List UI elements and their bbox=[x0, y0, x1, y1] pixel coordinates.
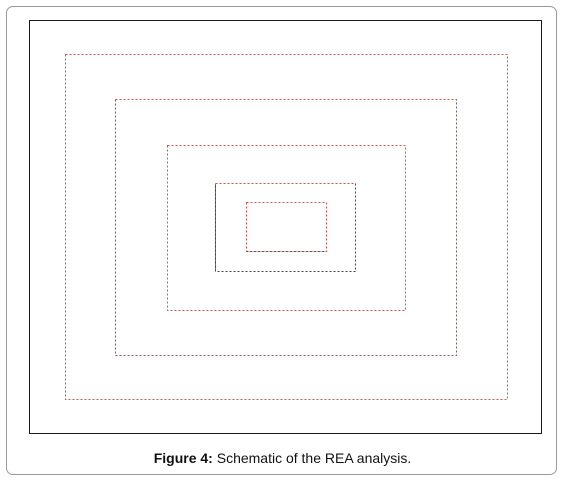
rea-window-3 bbox=[167, 145, 406, 311]
rea-window-5 bbox=[246, 202, 327, 252]
rea-window-4 bbox=[215, 183, 356, 272]
diagram-svg bbox=[29, 20, 542, 434]
rea-window-1 bbox=[65, 54, 508, 400]
outer-domain-border bbox=[29, 20, 542, 434]
figure-frame bbox=[6, 6, 557, 475]
rea-schematic-diagram bbox=[29, 20, 542, 434]
figure-caption: Figure 4: Schematic of the REA analysis. bbox=[0, 449, 565, 467]
caption-label: Figure 4: bbox=[153, 450, 213, 466]
rea-window-2 bbox=[115, 99, 457, 356]
caption-text: Schematic of the REA analysis. bbox=[212, 450, 412, 466]
